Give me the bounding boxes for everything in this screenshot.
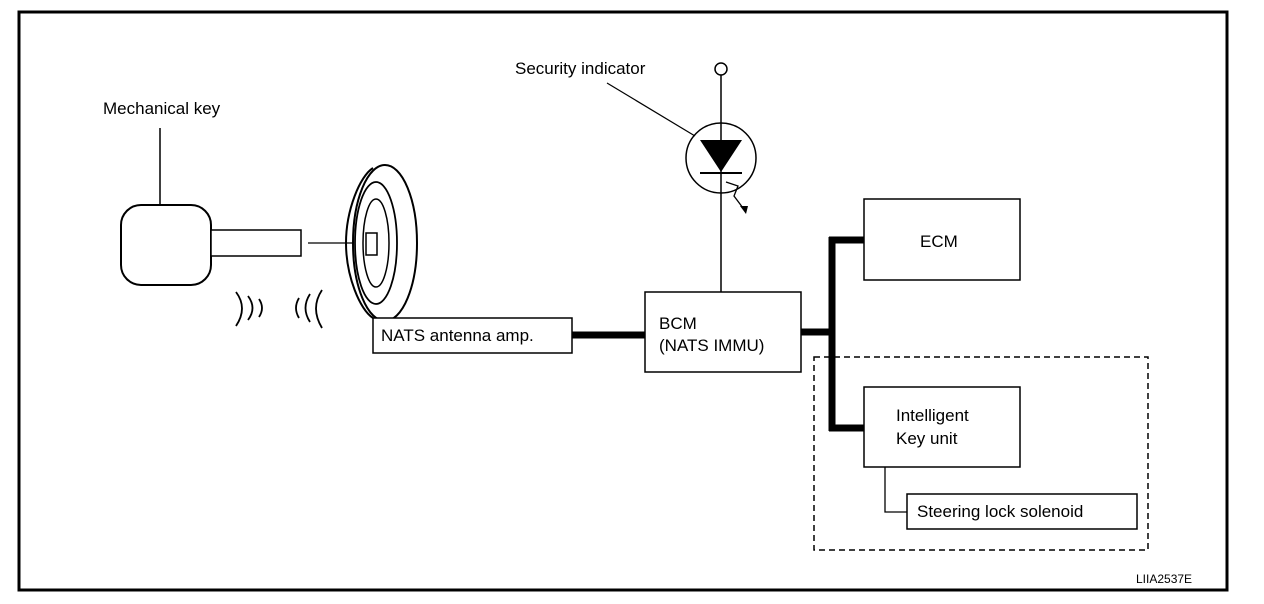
mechanical-key-icon [120,128,302,286]
security-indicator-label: Security indicator [515,59,646,78]
radio-waves-icon [235,289,323,329]
nats-antenna-amp-box [372,317,573,354]
steering-lock-solenoid-box [906,493,1138,530]
bcm-subtitle-label: (NATS IMMU) [659,336,765,355]
bcm-can-bus [801,236,864,432]
security-indicator-leader [606,82,696,137]
figure-code-label: LIIA2537E [1136,572,1193,586]
ecm-box [863,198,1021,281]
intelligent-key-unit-box [863,386,1021,468]
steering-lock-solenoid-label: Steering lock solenoid [917,502,1084,521]
nats-antenna-amp-label: NATS antenna amp. [381,326,534,345]
security-indicator-led-icon [685,62,757,292]
bcm-label: BCM [659,314,697,333]
key-unit-label: Key unit [896,429,958,448]
ecm-label: ECM [920,232,958,251]
steering-lock-connector [884,467,907,513]
bcm-box [644,291,802,373]
nats-antenna-ring-icon [344,164,418,322]
intelligent-key-label: Intelligent [896,406,969,425]
mechanical-key-label: Mechanical key [103,99,221,118]
diagram-frame [17,10,1229,592]
intelligent-key-group-box [813,356,1149,551]
